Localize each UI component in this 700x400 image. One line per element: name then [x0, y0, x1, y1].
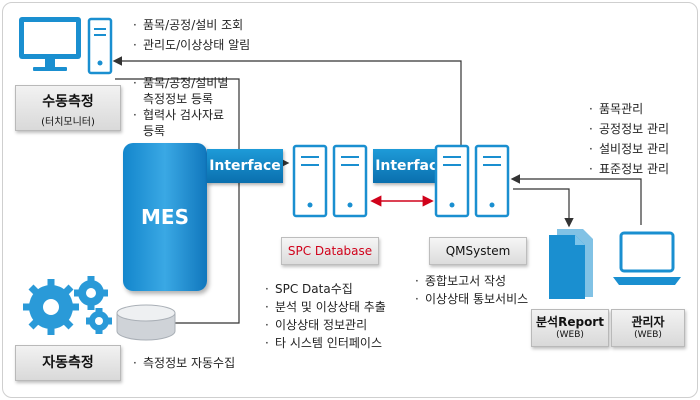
admin-subtitle: (WEB)	[634, 330, 662, 340]
spc-server-icon	[292, 144, 368, 218]
spc-database-label: SPC Database	[281, 237, 379, 265]
line-monitor-to-interface	[115, 78, 240, 324]
admin-box: 관리자 (WEB)	[611, 309, 685, 347]
manual-reg-note-1: ·협력사 검사자료 등록	[133, 108, 225, 138]
admin-note-3: ·표준정보 관리	[589, 162, 670, 176]
analysis-report-title: 분석Report	[536, 315, 604, 329]
admin-laptop-icon	[613, 231, 681, 285]
qms-server-icon	[434, 144, 510, 218]
connector-lines	[112, 56, 642, 324]
line-qms-to-report	[513, 188, 574, 228]
spc-note-3: ·타 시스템 인터페이스	[265, 336, 382, 350]
admin-note-1: ·공정정보 관리	[589, 122, 670, 136]
admin-title: 관리자	[631, 315, 665, 329]
qmsystem-label: QMSystem	[429, 237, 527, 265]
line-admin-to-qms	[510, 174, 642, 225]
manual-note-0: ·품목/공정/설비 조회	[133, 18, 244, 32]
touch-monitor-icon	[19, 17, 113, 75]
admin-note-2: ·설비정보 관리	[589, 142, 670, 156]
report-document-icon	[549, 229, 593, 299]
manual-measure-subtitle: (터치모니터)	[41, 117, 95, 128]
qms-note-0: ·종합보고서 작성	[415, 274, 507, 288]
admin-note-0: ·품목관리	[589, 102, 644, 116]
spc-note-2: ·이상상태 정보관리	[265, 318, 368, 332]
auto-measure-title: 자동측정	[42, 355, 94, 371]
line-qms-to-monitor	[112, 56, 462, 145]
mes-block: MES	[123, 143, 207, 291]
manual-note-1: ·관리도/이상상태 알림	[133, 38, 251, 52]
storage-disk-icon	[116, 304, 176, 341]
analysis-report-box: 분석Report (WEB)	[531, 309, 609, 347]
manual-reg-note-0: ·품목/공정/설비별 측정정보 등록	[133, 76, 229, 106]
manual-measure-box: 수동측정 (터치모니터)	[15, 85, 121, 131]
manual-measure-title: 수동측정	[42, 94, 94, 110]
qms-note-1: ·이상상태 통보서비스	[415, 292, 529, 306]
spc-note-0: ·SPC Data수집	[265, 282, 353, 296]
analysis-report-subtitle: (WEB)	[556, 330, 584, 340]
interface-left: Interface	[207, 149, 283, 183]
gears-icon	[23, 276, 112, 335]
auto-measure-note: ·측정정보 자동수집	[133, 356, 236, 370]
auto-measure-box: 자동측정	[15, 345, 121, 381]
spc-note-1: ·분석 및 이상상태 추출	[265, 300, 386, 314]
